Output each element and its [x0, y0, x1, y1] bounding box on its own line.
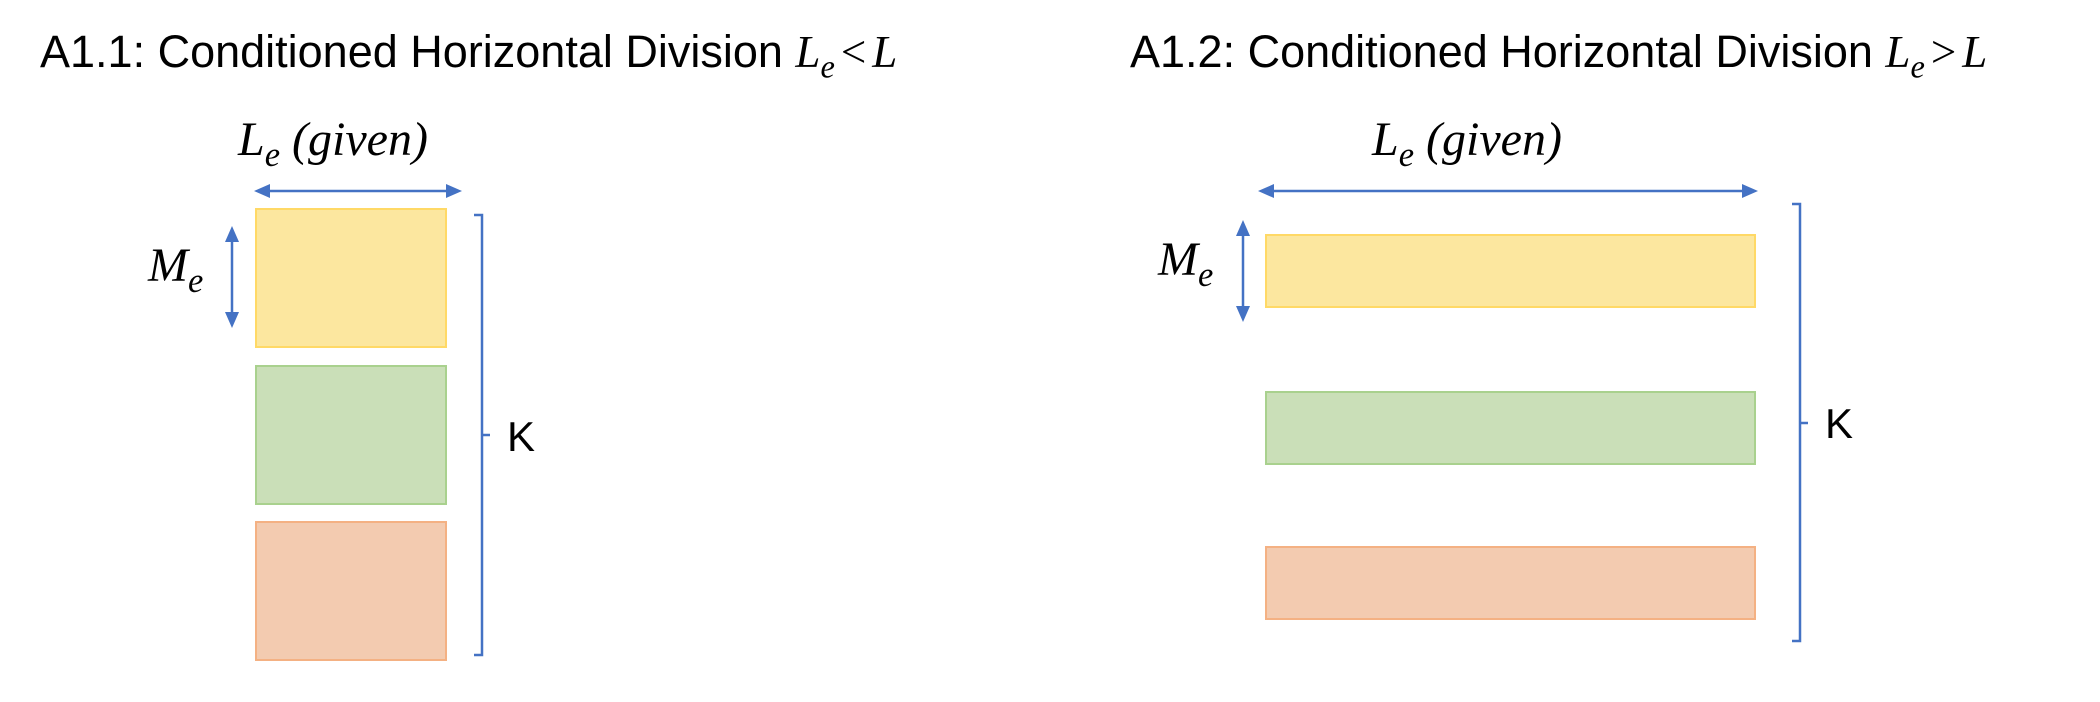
width-label-note: (given) [1414, 113, 1562, 166]
height-label-var: M [148, 239, 188, 292]
width-label-sub: e [1398, 136, 1415, 175]
title-math-var: L [1885, 27, 1911, 77]
width-label: Le (given) [1372, 112, 1562, 175]
panel-a1-2: A1.2: Conditioned Horizontal Division Le… [1050, 0, 2100, 702]
block-orange [1265, 546, 1756, 620]
title-text: A1.1: Conditioned Horizontal Division [40, 26, 796, 77]
height-label-sub: e [1197, 256, 1214, 295]
title-math-op: < [840, 27, 867, 77]
title-math-rhs: L [1962, 27, 1988, 77]
title-math-op: > [1930, 27, 1957, 77]
height-label: Me [148, 238, 203, 301]
panel-title: A1.1: Conditioned Horizontal Division Le… [40, 26, 897, 86]
block-yellow [1265, 234, 1756, 308]
title-math-sub: e [1910, 49, 1925, 86]
height-arrow [225, 226, 239, 328]
title-math: Le<L [795, 27, 898, 85]
k-label: K [507, 413, 536, 460]
width-arrow [1258, 184, 1758, 198]
k-label: K [1825, 400, 1854, 447]
title-math: Le>L [1885, 27, 1988, 85]
panel-2-annotations [1236, 184, 1808, 643]
title-math-sub: e [820, 49, 835, 86]
title-math-var: L [795, 27, 821, 77]
panel-a1-1: A1.1: Conditioned Horizontal Division Le… [40, 26, 897, 661]
panel-title: A1.2: Conditioned Horizontal Division Le… [1130, 26, 1987, 86]
title-math-rhs: L [872, 27, 898, 77]
height-arrow [1236, 220, 1250, 322]
height-label-sub: e [187, 262, 204, 301]
width-label-var: L [1372, 113, 1399, 166]
block-yellow [255, 208, 447, 348]
width-label-note: (given) [280, 113, 428, 166]
panel-1-annotations [225, 184, 490, 657]
width-label: Le (given) [238, 112, 428, 175]
block-orange [255, 521, 447, 661]
width-label-var: L [238, 113, 265, 166]
height-label-var: M [1158, 233, 1198, 286]
k-bracket [474, 213, 490, 657]
block-green [1265, 391, 1756, 465]
k-bracket [1792, 202, 1808, 643]
title-text: A1.2: Conditioned Horizontal Division [1130, 26, 1886, 77]
height-label: Me [1158, 232, 1213, 295]
width-label-sub: e [264, 136, 281, 175]
block-green [255, 365, 447, 505]
width-arrow [254, 184, 462, 198]
